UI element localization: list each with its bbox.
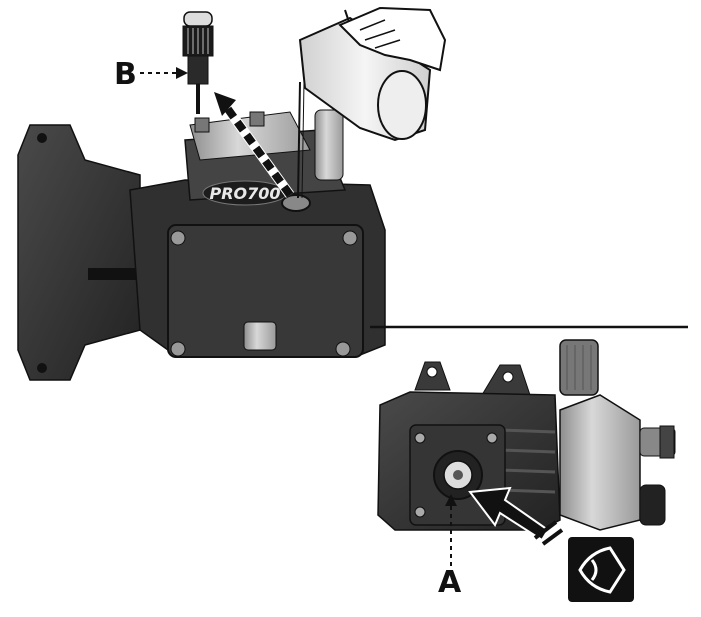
- mounting-flange: [17, 124, 141, 381]
- main-pump: PRO700: [17, 109, 386, 381]
- drain-plug: [243, 321, 277, 351]
- eye-view-icon: [568, 537, 634, 602]
- side-valve: [314, 109, 344, 181]
- label-b: B: [114, 57, 137, 92]
- hand: [338, 6, 447, 72]
- oil-fill-port: [281, 194, 311, 212]
- view-arrow: [468, 486, 564, 546]
- pitcher-icon: [297, 6, 447, 199]
- brand-text: PRO700: [209, 184, 280, 203]
- flange-slot: [88, 268, 143, 280]
- crankcase-cover: [167, 224, 364, 358]
- inset-pump: [377, 339, 676, 531]
- remove-cap-arrow: [214, 92, 295, 198]
- oil-stream: [297, 81, 301, 199]
- dipstick-cap-icon: [182, 11, 214, 114]
- label-a: A: [438, 565, 462, 600]
